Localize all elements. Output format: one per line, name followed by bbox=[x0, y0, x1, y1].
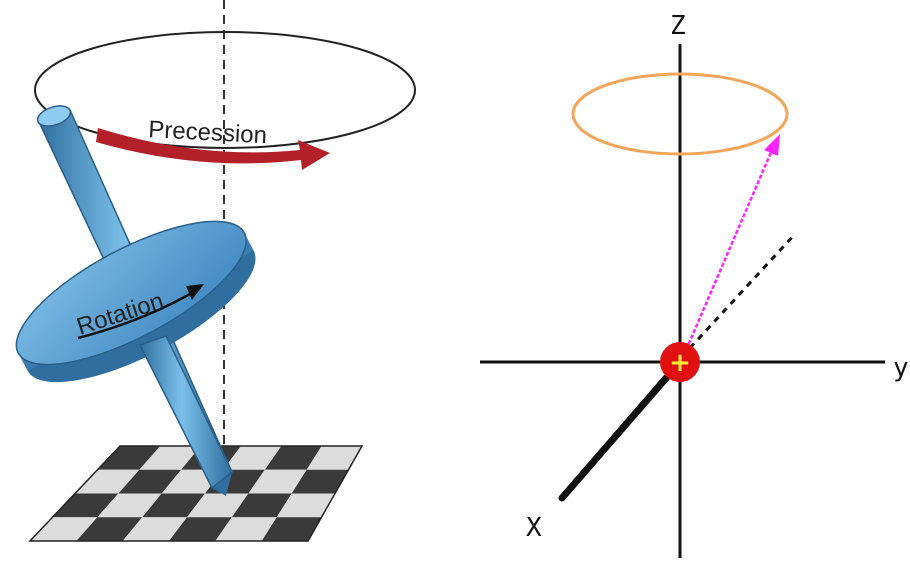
top-tip bbox=[212, 472, 232, 496]
board-square bbox=[118, 469, 182, 494]
spin-vector bbox=[682, 134, 780, 356]
board-square bbox=[30, 517, 98, 541]
board-border bbox=[28, 445, 364, 542]
depth-dotted-axis bbox=[688, 232, 797, 350]
z-axis-label: Z bbox=[670, 11, 686, 41]
board-square bbox=[215, 517, 277, 541]
precession-orbit bbox=[34, 31, 416, 149]
board-square bbox=[52, 493, 119, 518]
top-disc bbox=[15, 220, 256, 383]
board-square bbox=[97, 493, 162, 518]
y-axis-label: y bbox=[893, 353, 909, 383]
board-square bbox=[264, 446, 322, 470]
nucleus-icon: + bbox=[660, 342, 700, 382]
precession-label: Precession bbox=[148, 116, 268, 149]
board-square bbox=[75, 469, 140, 494]
x-axis-label: X bbox=[526, 513, 542, 543]
spinning-top-icon bbox=[15, 105, 256, 496]
board-square bbox=[97, 446, 161, 470]
board-square bbox=[291, 469, 349, 494]
board-square bbox=[142, 493, 205, 518]
board-square bbox=[122, 517, 187, 541]
board-square bbox=[223, 446, 282, 470]
top-axle-cap bbox=[36, 105, 72, 127]
board-square bbox=[261, 517, 322, 541]
board-square bbox=[306, 446, 362, 470]
board-square bbox=[76, 517, 143, 541]
board-square bbox=[187, 493, 249, 518]
top-axle-front bbox=[138, 335, 233, 490]
board-square bbox=[248, 469, 307, 494]
board-square bbox=[276, 493, 335, 518]
nuclear-spin-panel: + Z y X bbox=[480, 11, 909, 558]
rotation-arrow bbox=[77, 284, 204, 340]
checkerboard-floor bbox=[28, 445, 364, 542]
board-square bbox=[231, 493, 292, 518]
precession-arrow bbox=[96, 128, 330, 170]
spin-precession-orbit bbox=[571, 72, 789, 156]
spinning-top-panel: Precession Rotation bbox=[15, 0, 416, 542]
board-square bbox=[139, 446, 201, 470]
board-square bbox=[169, 517, 232, 541]
x-axis bbox=[558, 358, 684, 502]
nucleus-sign: + bbox=[669, 348, 691, 378]
